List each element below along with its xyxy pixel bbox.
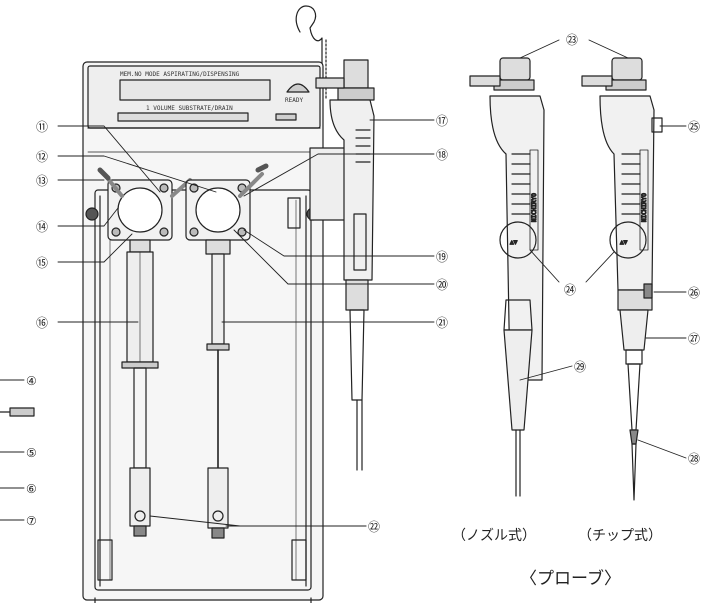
right-syringe[interactable] bbox=[205, 239, 231, 539]
callout-26: ㉖ bbox=[688, 286, 700, 300]
probe-brand-nozzle: NICHIRYO bbox=[531, 193, 538, 222]
callout-7: ⑦ bbox=[26, 514, 37, 528]
panel-top-text: MEM.NO MODE ASPIRATING/DISPENSING bbox=[120, 71, 240, 78]
callout-5: ⑤ bbox=[26, 446, 37, 460]
caption-nozzle: （ノズル式） bbox=[452, 528, 536, 544]
panel-sub-text: 1 VOLUME SUBSTRATE/DRAIN bbox=[146, 105, 233, 112]
callout-13: ⑬ bbox=[36, 174, 48, 188]
nozzle-probe: NICHIRYO ▲▼ bbox=[469, 57, 545, 497]
small-part-4-5-region bbox=[0, 407, 35, 417]
callout-18: ⑱ bbox=[436, 148, 448, 162]
caption-probe: 〈プローブ〉 bbox=[520, 568, 621, 589]
callout-19: ⑲ bbox=[436, 250, 448, 264]
callout-14: ⑭ bbox=[36, 220, 48, 234]
callout-17: ⑰ bbox=[436, 114, 448, 128]
callout-28: ㉘ bbox=[688, 452, 700, 466]
mounted-probe[interactable] bbox=[309, 59, 375, 471]
callout-25: ㉕ bbox=[688, 120, 700, 134]
callout-21: ㉑ bbox=[436, 316, 448, 330]
callout-15: ⑮ bbox=[36, 256, 48, 270]
left-valve[interactable] bbox=[97, 167, 192, 241]
callout-27: ㉗ bbox=[688, 332, 700, 346]
arrow-mark-tip: ▲▼ bbox=[620, 239, 628, 246]
tip-probe: NICHIRYO ▲▼ bbox=[581, 57, 663, 501]
callout-29: ㉙ bbox=[574, 360, 586, 374]
callout-24: ㉔ bbox=[564, 283, 576, 297]
right-valve[interactable] bbox=[185, 163, 269, 241]
caption-tip: （チップ式） bbox=[578, 528, 662, 544]
left-syringe[interactable] bbox=[121, 239, 159, 537]
callout-23: ㉓ bbox=[566, 33, 578, 47]
leader-lines bbox=[0, 39, 687, 527]
callout-6: ⑥ bbox=[26, 482, 37, 496]
callout-4: ④ bbox=[26, 374, 37, 388]
callout-11: ⑪ bbox=[36, 120, 48, 134]
callout-12: ⑫ bbox=[36, 150, 48, 164]
side-knob-left[interactable] bbox=[85, 207, 99, 221]
control-panel bbox=[87, 65, 321, 153]
side-slot-right bbox=[287, 197, 301, 229]
callout-16: ⑯ bbox=[36, 316, 48, 330]
hook bbox=[295, 5, 327, 101]
callout-20: ⑳ bbox=[436, 278, 448, 292]
arrow-mark-nozzle: ▲▼ bbox=[510, 239, 518, 246]
ready-label: READY bbox=[285, 97, 303, 104]
callout-22: ㉒ bbox=[368, 520, 380, 534]
probe-brand-tip: NICHIRYO bbox=[641, 193, 648, 222]
